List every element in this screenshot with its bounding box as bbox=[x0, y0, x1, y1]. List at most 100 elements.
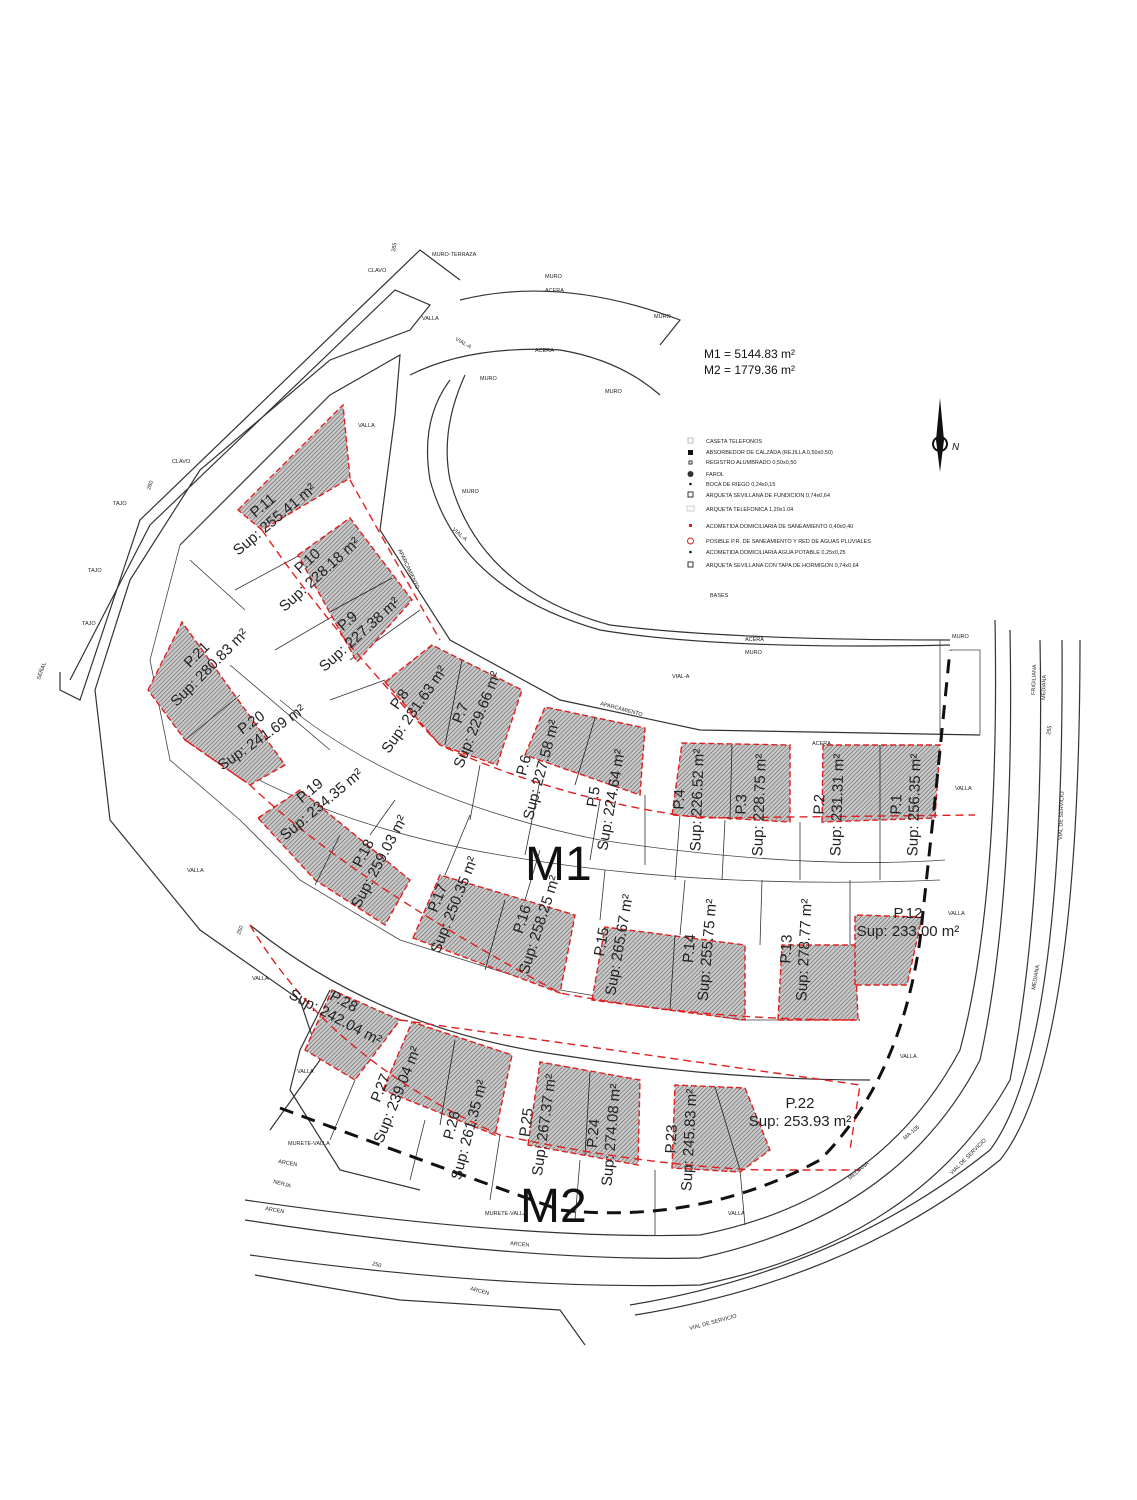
label-valla: VALLA bbox=[422, 316, 439, 322]
label-valla: VALLA bbox=[187, 868, 204, 874]
label-clavo: CLAVO bbox=[172, 459, 191, 465]
legend: CASETA TELEFONOS ABSORBEDOR DE CALZADA (… bbox=[686, 437, 871, 599]
plot-p17-p16[interactable] bbox=[412, 874, 576, 994]
legend-label: FAROL bbox=[706, 472, 724, 478]
plot-id: P.26 bbox=[440, 1109, 464, 1141]
label-vial-servicio: VIAL DE SERVICIO bbox=[949, 1137, 988, 1176]
plot-id: P.3 bbox=[733, 794, 751, 815]
label-acera: ACERA bbox=[545, 288, 564, 294]
plot-id: P.14 bbox=[680, 933, 699, 963]
plot-id: P.12 bbox=[894, 905, 923, 922]
label-acera: ACERA bbox=[745, 637, 764, 643]
label-arcen: ARCEN bbox=[510, 1241, 530, 1249]
plot-id: P.23 bbox=[662, 1124, 680, 1154]
label-265: 265 bbox=[391, 242, 399, 252]
label-valla: VALLA bbox=[948, 911, 965, 917]
plot-p27-p26[interactable] bbox=[382, 1021, 513, 1136]
legend-label: ACOMETIDA DOMICILIARIA DE SANEAMIENTO 0,… bbox=[706, 524, 853, 530]
plot-id: P.15 bbox=[591, 926, 613, 957]
caseta-icon bbox=[687, 437, 694, 444]
label-clavo: CLAVO bbox=[368, 268, 387, 274]
label-valla: VALLA bbox=[900, 1054, 917, 1060]
label-mediana: MEDIANA bbox=[847, 1161, 870, 1182]
legend-label: CASETA TELEFONOS bbox=[706, 439, 762, 445]
plot-area: Sup: 233.00 m² bbox=[857, 923, 960, 940]
plot-p10-p9[interactable] bbox=[297, 517, 413, 664]
plot-id: P.2 bbox=[811, 794, 829, 815]
plot-id: P.6 bbox=[513, 753, 535, 777]
plot-p19-p18[interactable] bbox=[256, 789, 411, 926]
plot-p2-p1[interactable] bbox=[821, 744, 941, 823]
label-250: 250 bbox=[236, 925, 245, 936]
label-muro: MURO bbox=[745, 650, 763, 656]
label-senal: SEÑAL bbox=[35, 661, 48, 680]
label-acera: ACERA bbox=[535, 348, 554, 354]
plots bbox=[147, 403, 941, 1173]
plot-id: P.4 bbox=[671, 789, 689, 810]
small-dot-icon bbox=[689, 550, 692, 554]
plot-id: P.1 bbox=[888, 794, 906, 815]
label-muro: MURO bbox=[462, 489, 480, 495]
plot-p23-p22[interactable] bbox=[671, 1084, 771, 1173]
label-mediana: MEDIANA bbox=[1031, 964, 1041, 990]
plot-id: P.7 bbox=[449, 700, 472, 725]
label-muro: MURO bbox=[952, 634, 970, 640]
label-arcen: ARCEN bbox=[265, 1206, 285, 1215]
legend-label: POSIBLE P.R. DE SANEAMIENTO Y RED DE AGU… bbox=[706, 539, 871, 545]
label-valla: VALLA bbox=[358, 423, 375, 429]
label-valla: VALLA bbox=[297, 1069, 314, 1075]
label-vial-a: VIAL-A bbox=[451, 527, 468, 543]
label-arcen: ARCEN bbox=[278, 1159, 298, 1168]
plot-id: P.25 bbox=[516, 1107, 537, 1138]
m2-area-summary: M2 = 1779.36 m² bbox=[704, 363, 795, 377]
plot-area: Sup: 226.52 m² bbox=[687, 748, 708, 851]
plot-area: Sup: 253.93 m² bbox=[749, 1113, 852, 1130]
m1-area-summary: M1 = 5144.83 m² bbox=[704, 347, 795, 361]
lot-lines bbox=[189, 554, 881, 1235]
plot-p15-p14[interactable] bbox=[591, 926, 746, 1021]
label-250: 250 bbox=[371, 1261, 381, 1269]
plot-id: P.24 bbox=[584, 1118, 603, 1148]
legend-label: ARQUETA SEVILLANA DE FUNDICION 0,74x0,64 bbox=[706, 493, 830, 499]
label-frigiliana: FRIGILIANA bbox=[1031, 664, 1038, 695]
label-valla: VALLA bbox=[728, 1211, 745, 1217]
label-260: 260 bbox=[146, 480, 155, 491]
plot-p25-p24[interactable] bbox=[527, 1061, 641, 1166]
label-muro: MURO bbox=[545, 274, 563, 280]
label-tajo: TAJO bbox=[82, 621, 96, 627]
plot-p8-p7[interactable] bbox=[383, 644, 523, 766]
red-boundaries bbox=[184, 479, 976, 1171]
label-valla: VALLA bbox=[252, 976, 269, 982]
filled-square-icon bbox=[688, 450, 693, 455]
label-vial-servicio: VIAL DE SERVICIO bbox=[1058, 791, 1066, 841]
dot-icon bbox=[689, 482, 692, 486]
zone-m2-label: M2 bbox=[520, 1180, 587, 1233]
label-vial-servicio: VIAL DE SERVICIO bbox=[689, 1313, 738, 1332]
label-tajo: TAJO bbox=[88, 568, 102, 574]
plot-area: Sup: 256.35 m² bbox=[904, 753, 925, 856]
plot-area: Sup: 231.31 m² bbox=[827, 753, 848, 856]
label-muro: MURO bbox=[480, 376, 498, 382]
legend-label: ARQUETA TELEFONICA 1,20x1.04 bbox=[706, 507, 793, 513]
plot-p21-p20[interactable] bbox=[147, 620, 287, 786]
small-square-icon bbox=[688, 460, 693, 465]
label-muro-terraza: MURO-TERRAZA bbox=[432, 252, 477, 258]
site-labels: MURO-TERRAZA 265 CLAVO CLAVO TAJO TAJO T… bbox=[35, 242, 1065, 1332]
red-circle-icon bbox=[687, 537, 694, 545]
plot-p11[interactable] bbox=[236, 403, 351, 531]
legend-footer: BASES bbox=[710, 593, 729, 599]
legend-label: REGISTRO ALUMBRADO 0,50x0,50 bbox=[706, 460, 796, 466]
box-diagonal-icon bbox=[687, 491, 694, 498]
label-muro: MURO bbox=[605, 389, 623, 395]
roads bbox=[59, 249, 1081, 1346]
zone-m1-label: M1 bbox=[525, 838, 592, 891]
legend-label: ABSORBEDOR DE CALZADA (REJILLA 0,50x0,50… bbox=[706, 450, 833, 456]
red-square-icon bbox=[689, 524, 692, 527]
plot-area: Sup: 228.75 m² bbox=[749, 753, 770, 856]
legend-label: ARQUETA SEVILLANA CON TAPA DE HORMIGON 0… bbox=[706, 563, 859, 569]
label-muro: MURO bbox=[654, 314, 672, 320]
label-acera: ACERA bbox=[812, 741, 831, 747]
label-arcen: ARCEN bbox=[469, 1286, 489, 1297]
plot-id: P.5 bbox=[584, 785, 604, 808]
